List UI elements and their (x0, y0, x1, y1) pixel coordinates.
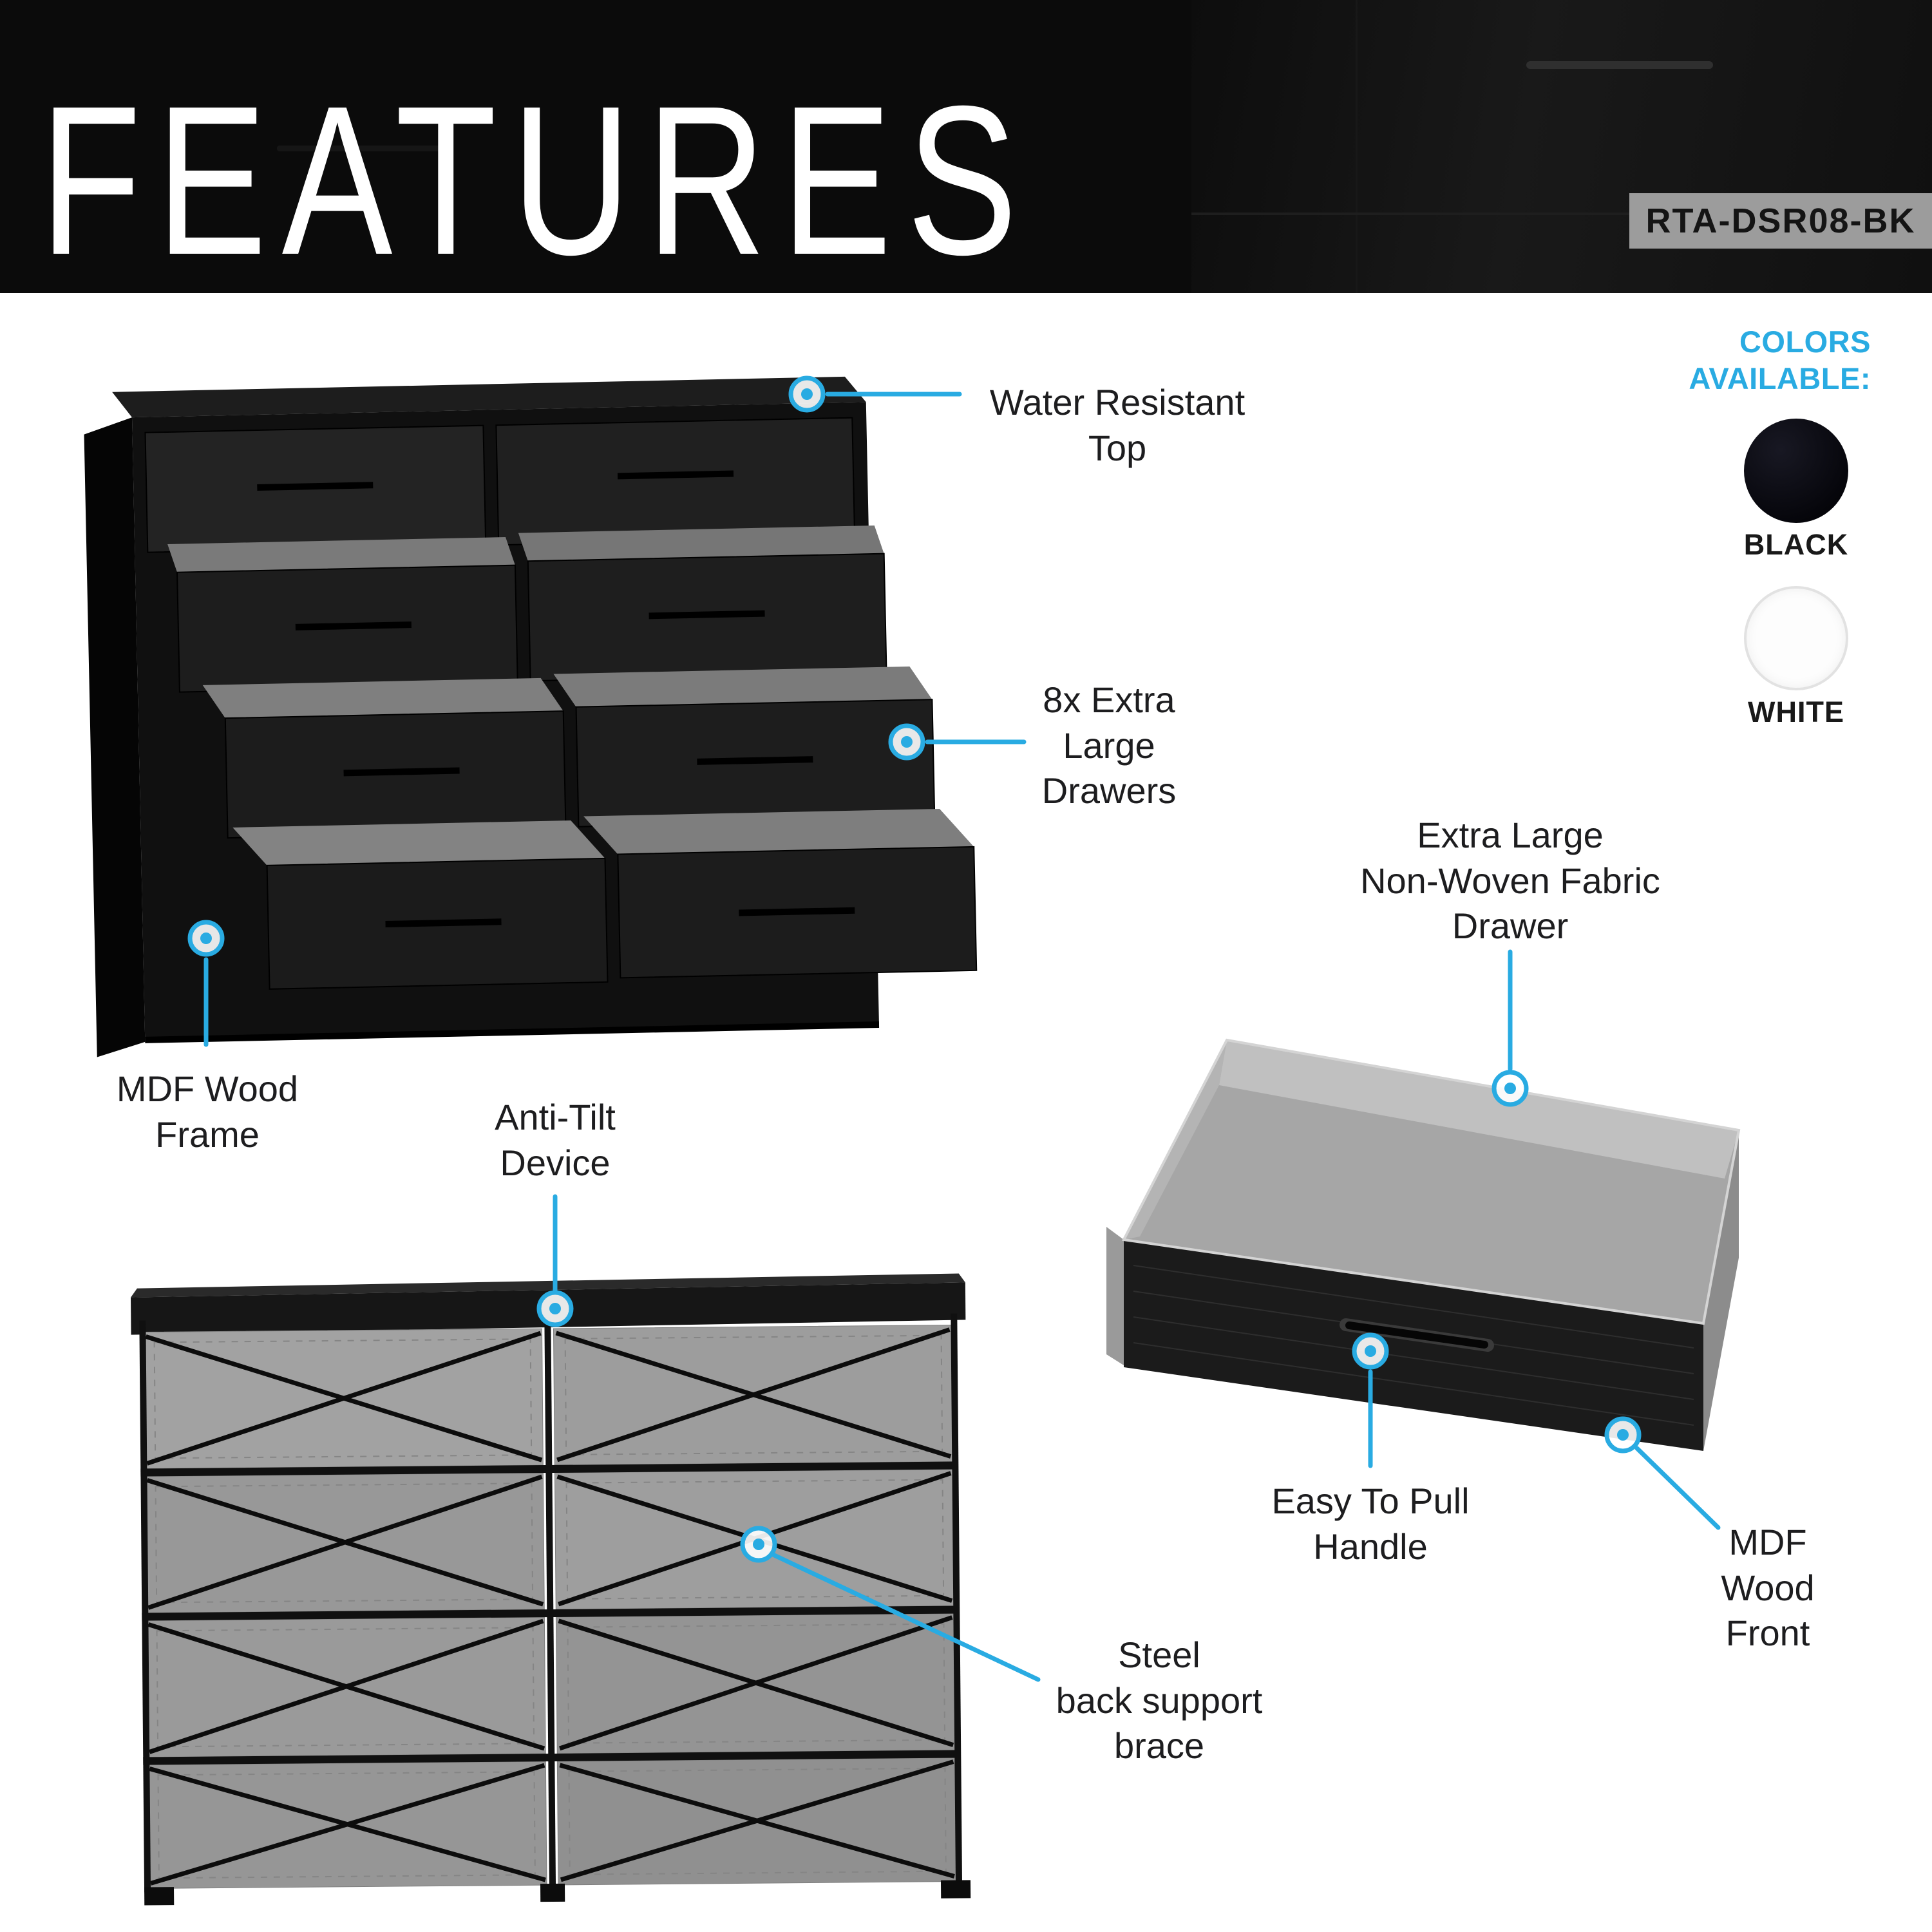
frame-rails (139, 1313, 963, 1893)
header-product-photo (1191, 0, 1932, 293)
callout-mdf-wood-front: MDF Wood Front (1721, 1522, 1815, 1654)
page-title: FEATURES (40, 61, 1033, 299)
color-swatch-white-label: WHITE (1748, 696, 1844, 728)
callout-easy-to-pull-handle: Easy To Pull Handle (1271, 1481, 1470, 1567)
drawer-rim (1121, 1038, 1741, 1325)
woodgrain-lines (1133, 1265, 1694, 1426)
color-swatch-black-label: BLACK (1743, 528, 1849, 561)
drawer-interior-back (1219, 1040, 1739, 1179)
header-banner: FEATURES RTA-DSR08-BK (0, 0, 1932, 293)
color-swatch-white (1744, 586, 1848, 690)
color-swatch-black (1744, 419, 1848, 523)
back-top-edge (131, 1273, 965, 1298)
drawer-wood-front (1124, 1240, 1703, 1451)
callout-steel-back-support-brace: Steel back support brace (1056, 1634, 1263, 1766)
drawer-seam-detail (1191, 213, 1932, 215)
drawer-row-1 (144, 417, 856, 553)
dresser-back-illustration (131, 1273, 971, 1906)
dresser-side-panel (84, 417, 146, 1057)
callout-extra-large-drawers: 8x Extra Large Drawers (1041, 679, 1177, 811)
drawer-pull-handle-icon (1340, 1318, 1494, 1352)
dresser-top-surface (112, 376, 866, 418)
colors-available-heading: COLORS AVAILABLE: (1689, 325, 1871, 396)
model-number-badge: RTA-DSR08-BK (1629, 193, 1932, 249)
callout-non-woven-fabric-drawer: Extra Large Non-Woven Fabric Drawer (1360, 815, 1660, 947)
callout-anti-tilt-device: Anti-Tilt Device (495, 1097, 616, 1183)
callout-water-resistant-top: Water Resistant Top (989, 382, 1245, 468)
fabric-drawer-illustration (1106, 1038, 1741, 1451)
drawer-handle-icon (277, 146, 451, 151)
drawer-outer-right (1703, 1130, 1739, 1451)
drawer-row-2 (167, 525, 887, 693)
drawer-outer-left (1106, 1227, 1124, 1365)
dresser-bottom-edge (145, 1021, 880, 1043)
drawer-edge-detail (1356, 0, 1358, 293)
feet (144, 1880, 971, 1906)
dresser-front-illustration (84, 376, 978, 1057)
drawer-handle-icon (1526, 61, 1713, 69)
drawer-row-4 (232, 808, 978, 990)
stitch-lines (153, 1334, 947, 1879)
callout-mdf-wood-frame: MDF Wood Frame (116, 1068, 299, 1155)
